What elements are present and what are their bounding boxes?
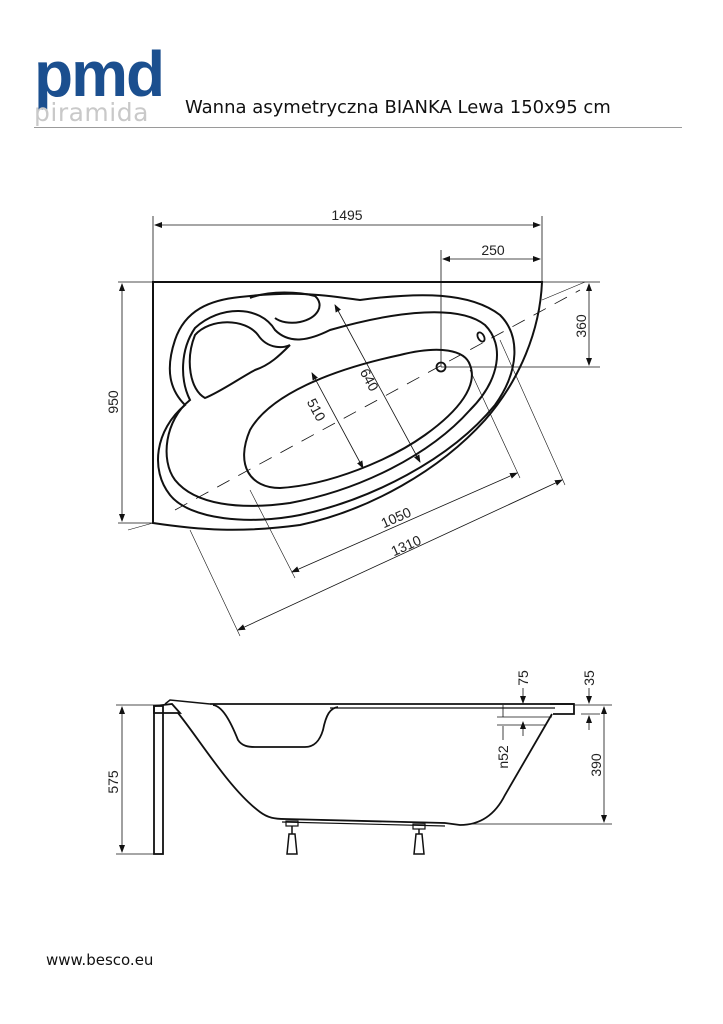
dim-total-height: 575 (105, 770, 121, 794)
dim-rim-thickness: 75 (515, 670, 531, 686)
website-link[interactable]: www.besco.eu (46, 951, 154, 969)
top-view (118, 216, 600, 637)
page-title: Wanna asymetryczna BIANKA Lewa 150x95 cm (185, 97, 611, 118)
header-divider (34, 127, 682, 128)
logo-piramida: piramida (34, 98, 149, 127)
dim-inner-width-bottom: 510 (304, 396, 329, 424)
dim-drain-offset-y: 360 (573, 314, 589, 338)
dim-basin-depth: 390 (588, 753, 604, 777)
top-view-labels: 1495 250 950 360 640 510 1050 1310 (105, 207, 589, 559)
dim-rim-lip: 35 (581, 670, 597, 686)
side-view-labels: 575 75 35 n52 390 (105, 670, 604, 794)
dim-outer-length: 1310 (388, 532, 423, 559)
dim-inner-width-basin: 640 (357, 366, 382, 394)
side-view (116, 688, 612, 855)
dim-overflow: n52 (495, 745, 511, 769)
dim-overall-depth: 950 (105, 390, 121, 414)
dim-drain-offset-x: 250 (481, 242, 505, 258)
logo-pmd: pmd (34, 38, 165, 110)
dim-inner-length: 1050 (378, 504, 413, 531)
dim-overall-width: 1495 (331, 207, 362, 223)
